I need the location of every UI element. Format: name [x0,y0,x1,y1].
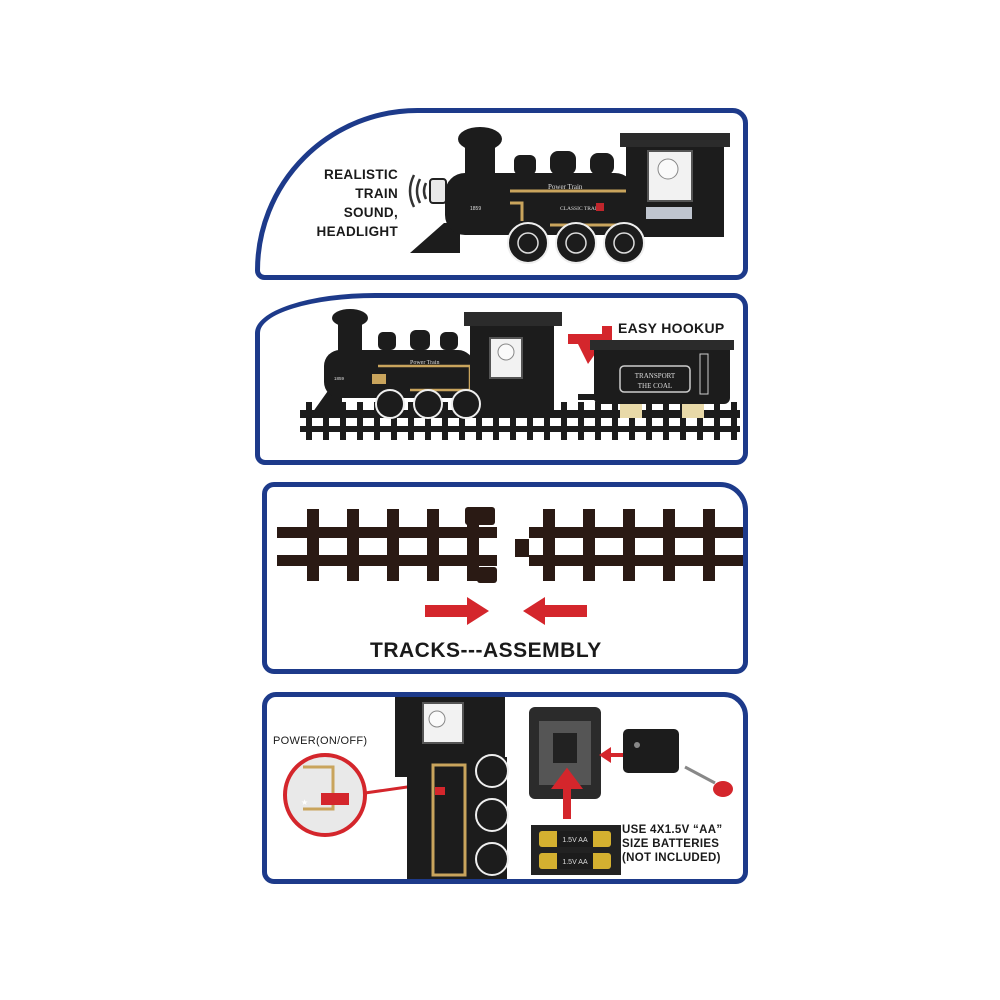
engine-text-2: Power Train [410,360,440,366]
tracks-assembly-label: TRACKS---ASSEMBLY [370,639,602,662]
right-track-piece [515,509,743,581]
power-switch-label: POWER(ON/OFF) [273,735,368,747]
sound-wave-icon [408,174,428,208]
arrow-right-icon [425,597,489,625]
engine-number: 1859 [470,206,481,212]
aa-batteries-icon: 1.5V AA 1.5V AA [531,825,621,875]
easy-hookup-label: EASY HOOKUP [618,320,725,336]
arrow-up-icon [551,767,583,819]
battery-line-1: USE 4X1.5V “AA” [622,824,723,836]
screwdriver-icon [684,765,733,797]
svg-text:★: ★ [301,798,308,807]
sound-line-1: REALISTIC [324,167,398,182]
hookup-illustration: Power Train 1859 TRANSPORT THE COAL [300,309,740,440]
engine-number-2: 1859 [334,376,345,381]
track-illustration [300,402,740,440]
headlight-icon [429,178,447,204]
sound-line-4: HEADLIGHT [316,224,398,239]
locomotive-illustration: Power Train CLASSIC TRAIN 1859 [408,127,730,264]
panel-sound-headlight: REALISTIC TRAIN SOUND, HEADLIGHT Power T… [255,108,748,280]
panel-easy-hookup: EASY HOOKUP Power Train 1859 [255,293,748,465]
battery-info-label: USE 4X1.5V “AA” SIZE BATTERIES (NOT INCL… [622,823,722,865]
engine-subtext: CLASSIC TRAIN [560,206,601,212]
battery-compartment [529,707,601,799]
sound-line-2: TRAIN [355,186,398,201]
locomotive-wheels [507,222,645,264]
panel-tracks-assembly: TRACKS---ASSEMBLY [262,482,748,674]
battery-cell-label-2: 1.5V AA [562,859,588,866]
left-track-piece [277,507,497,583]
battery-line-2: SIZE BATTERIES [622,838,720,850]
locomotive-underside [395,697,509,879]
battery-cell-label-1: 1.5V AA [562,837,588,844]
engine-text: Power Train [548,183,583,191]
santa-figure-icon-3 [428,710,446,728]
tender-text-2: THE COAL [638,382,672,390]
tender-text-1: TRANSPORT [635,372,676,380]
battery-line-3: (NOT INCLUDED) [622,852,721,864]
santa-figure-icon-2 [497,343,515,361]
coal-tender: TRANSPORT THE COAL [590,340,734,418]
sound-headlight-label: REALISTIC TRAIN SOUND, HEADLIGHT [300,165,398,241]
power-switch-zoom: ★ [283,753,367,837]
power-switch-icon [321,793,349,805]
power-battery-illustration: ★ [283,697,733,879]
battery-cover [623,729,679,773]
panel-power-batteries: POWER(ON/OFF) USE 4X1.5V “AA” SIZE BATTE… [262,692,748,884]
tracks-illustration [277,507,743,625]
arrow-left-icon [523,597,587,625]
santa-figure-icon [657,158,679,180]
sound-line-3: SOUND, [343,205,398,220]
